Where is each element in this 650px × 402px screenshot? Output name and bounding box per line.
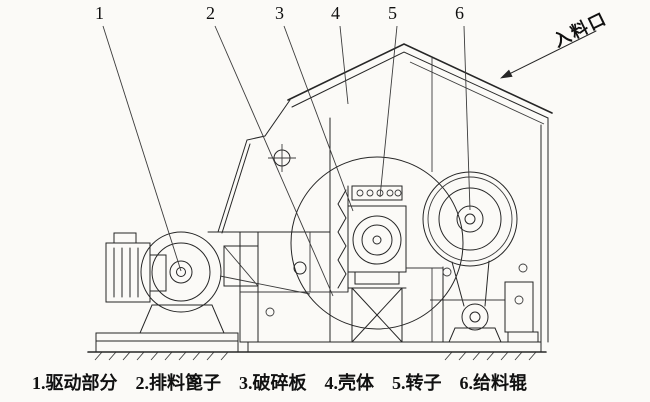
rotor-sweep-circle bbox=[290, 156, 464, 330]
ground-baseline bbox=[87, 332, 547, 361]
callout-number-4: 4 bbox=[331, 3, 340, 23]
feed-roller bbox=[406, 171, 539, 343]
discharge-grate bbox=[347, 287, 407, 343]
callout-number-3: 3 bbox=[275, 3, 284, 23]
callout-number-6: 6 bbox=[455, 3, 464, 23]
callout-number-1: 1 bbox=[95, 3, 104, 23]
caption-item-4: 4.壳体 bbox=[324, 373, 375, 393]
figure-caption: 1.驱动部分 2.排料篦子 3.破碎板 4.壳体 5.转子 6.给料辊 bbox=[32, 369, 527, 395]
callout-number-5: 5 bbox=[388, 3, 397, 23]
caption-item-5: 5.转子 bbox=[392, 373, 442, 393]
inlet-arrow bbox=[500, 30, 597, 79]
caption-item-3: 3.破碎板 bbox=[239, 373, 307, 393]
drive-unit bbox=[105, 231, 311, 334]
caption-item-1: 1.驱动部分 bbox=[32, 373, 118, 393]
drive-pulley bbox=[140, 231, 222, 313]
housing bbox=[207, 43, 553, 343]
caption-item-6: 6.给料辊 bbox=[459, 373, 528, 393]
leader-lines bbox=[102, 25, 471, 297]
callout-number-2: 2 bbox=[206, 3, 215, 23]
rotor bbox=[290, 156, 464, 330]
crushing-plate bbox=[337, 185, 349, 293]
feed-roller-circle bbox=[422, 171, 518, 267]
caption-item-2: 2.排料篦子 bbox=[135, 373, 222, 393]
